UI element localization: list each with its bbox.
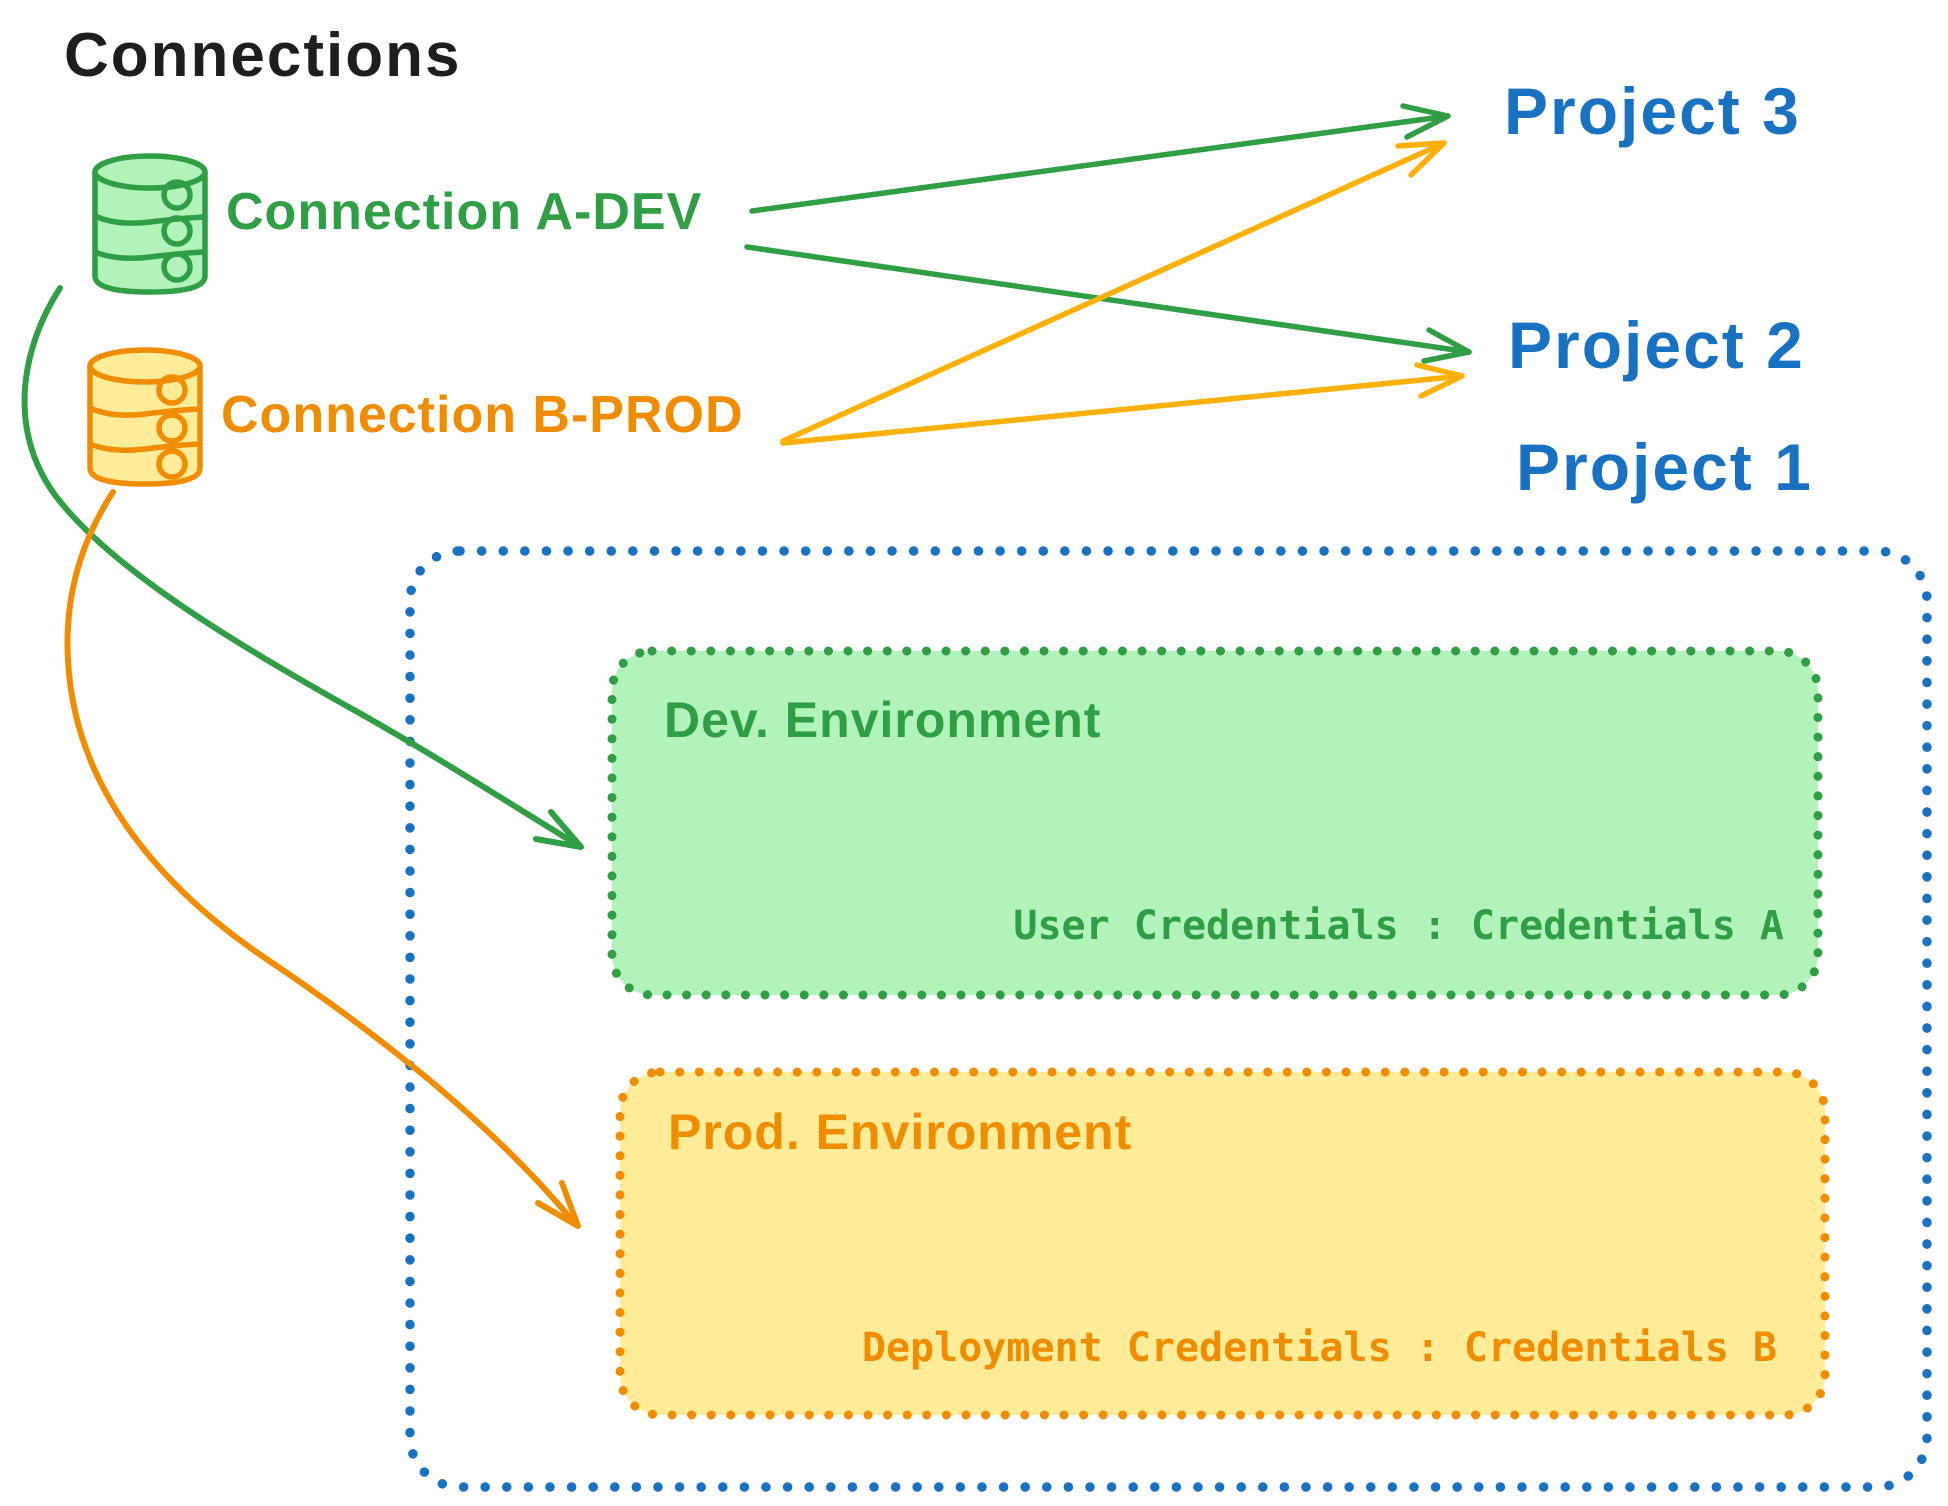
arrow-b-prod-to-project2 (780, 362, 1465, 446)
dev-environment-credentials: User Credentials : Credentials A (1013, 903, 1784, 949)
database-cylinder-icon-a-dev (92, 153, 208, 295)
connection-a-dev-label: Connection A-DEV (226, 183, 703, 241)
dev-environment-title: Dev. Environment (664, 692, 1102, 748)
arrow-b-prod-to-prod-environment (64, 489, 581, 1229)
arrow-a-dev-to-dev-environment (21, 285, 584, 850)
arrowhead (1400, 103, 1451, 140)
arrowhead (535, 1180, 581, 1229)
prod-environment-credentials: Deployment Credentials : Credentials B (861, 1325, 1777, 1371)
arrow-a-dev-to-project3 (749, 103, 1451, 214)
arrow-b-prod-to-project3 (780, 140, 1447, 444)
project-2-label: Project 2 (1508, 308, 1805, 382)
arrowhead (533, 809, 584, 850)
diagram-title: Connections (64, 21, 462, 90)
database-cylinder-icon-b-prod (87, 347, 203, 487)
project1-container-box (405, 546, 1932, 1492)
connection-b-prod-label: Connection B-PROD (221, 386, 744, 444)
prod-environment-box (615, 1067, 1830, 1420)
arrow-a-dev-to-project2 (744, 244, 1472, 364)
project-1-label: Project 1 (1516, 430, 1813, 504)
dev-environment-box (607, 646, 1823, 1000)
arrowhead (1395, 140, 1447, 178)
arrowhead (1421, 327, 1472, 364)
arrowhead (1414, 362, 1465, 399)
project-3-label: Project 3 (1504, 74, 1801, 148)
prod-environment-title: Prod. Environment (668, 1104, 1133, 1160)
